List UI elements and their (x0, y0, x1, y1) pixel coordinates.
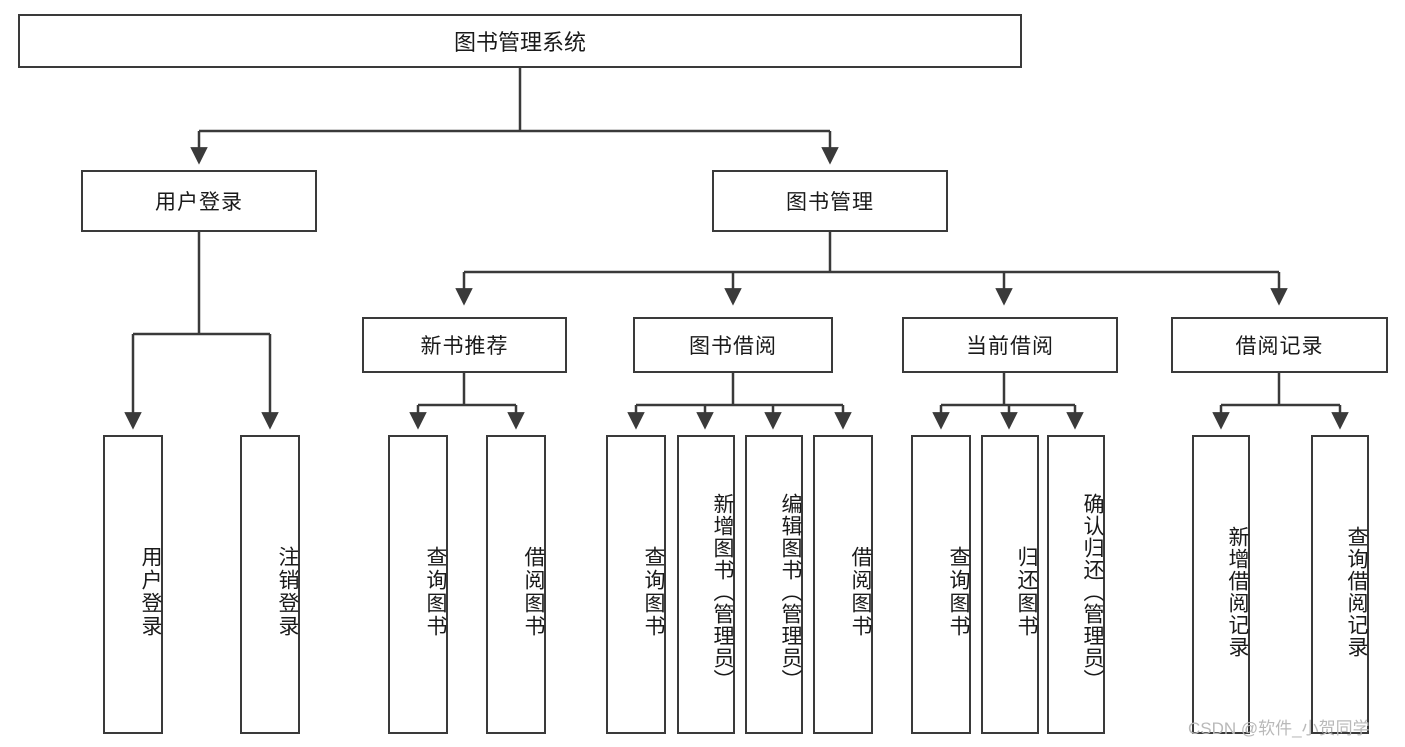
node-user-login[interactable]: 用户登录 (81, 170, 317, 232)
leaf-current-borrow-return[interactable]: 归还图书 (981, 435, 1039, 734)
node-label: 新增借阅记录 (1226, 525, 1249, 658)
node-label: 注销登录 (276, 545, 299, 638)
leaf-borrow-record-query[interactable]: 查询借阅记录 (1311, 435, 1369, 734)
node-label: 归还图书 (1015, 545, 1038, 638)
node-label: 图书管理 (786, 191, 874, 214)
node-label: 查询图书 (424, 545, 447, 638)
node-label: 新书推荐 (420, 335, 509, 358)
leaf-book-borrow-borrow[interactable]: 借阅图书 (813, 435, 873, 734)
node-new-book-recommend[interactable]: 新书推荐 (362, 317, 567, 373)
leaf-user-login-logout[interactable]: 注销登录 (240, 435, 300, 734)
leaf-book-borrow-edit[interactable]: 编辑图书（管理员） (745, 435, 803, 734)
node-book-borrow[interactable]: 图书借阅 (633, 317, 833, 373)
node-label: 借阅记录 (1235, 335, 1324, 358)
leaf-current-borrow-confirm-return[interactable]: 确认归还（管理员） (1047, 435, 1105, 734)
node-label: 确认归还（管理员） (1081, 492, 1104, 691)
node-label: 编辑图书（管理员） (779, 492, 802, 691)
leaf-new-book-borrow[interactable]: 借阅图书 (486, 435, 546, 734)
node-current-borrow[interactable]: 当前借阅 (902, 317, 1118, 373)
node-label: 用户登录 (139, 545, 162, 638)
leaf-book-borrow-query[interactable]: 查询图书 (606, 435, 666, 734)
leaf-current-borrow-query[interactable]: 查询图书 (911, 435, 971, 734)
node-label: 图书借阅 (689, 335, 777, 358)
watermark: CSDN @软件_小贺同学 (1188, 719, 1370, 738)
node-borrow-record[interactable]: 借阅记录 (1171, 317, 1388, 373)
leaf-borrow-record-add[interactable]: 新增借阅记录 (1192, 435, 1250, 734)
node-label: 用户登录 (155, 191, 243, 214)
node-label: 查询图书 (642, 545, 665, 638)
leaf-book-borrow-add[interactable]: 新增图书（管理员） (677, 435, 735, 734)
node-label: 借阅图书 (522, 545, 545, 638)
node-label: 借阅图书 (849, 545, 872, 638)
node-book-management[interactable]: 图书管理 (712, 170, 948, 232)
node-label: 查询借阅记录 (1345, 525, 1368, 658)
node-label: 新增图书（管理员） (711, 492, 734, 691)
leaf-new-book-query[interactable]: 查询图书 (388, 435, 448, 734)
node-label: 查询图书 (947, 545, 970, 638)
leaf-user-login-login[interactable]: 用户登录 (103, 435, 163, 734)
node-label: 图书管理系统 (453, 30, 586, 55)
node-label: 当前借阅 (966, 335, 1054, 358)
node-root-system[interactable]: 图书管理系统 (18, 14, 1022, 68)
